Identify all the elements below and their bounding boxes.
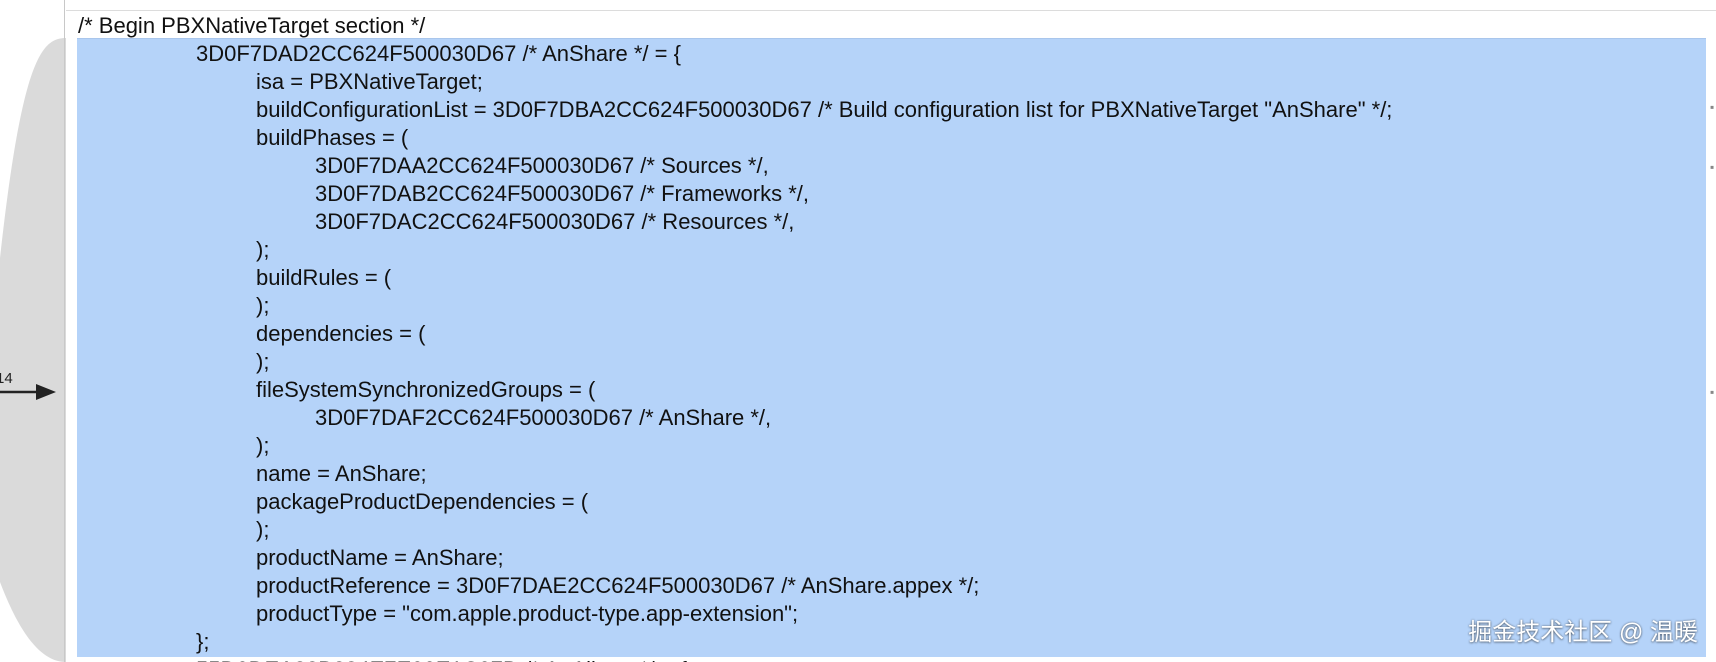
code-line[interactable]: isa = PBXNativeTarget; — [256, 69, 483, 94]
code-line[interactable]: packageProductDependencies = ( — [256, 489, 589, 514]
code-line[interactable]: ); — [256, 237, 270, 262]
change-connector-shape — [0, 38, 66, 662]
arrow-right-icon[interactable] — [0, 380, 60, 404]
code-line[interactable]: ); — [256, 433, 270, 458]
code-line[interactable]: ); — [256, 293, 270, 318]
code-line[interactable]: /* Begin PBXNativeTarget section */ — [78, 13, 426, 38]
code-line[interactable]: 3D0F7DAD2CC624F500030D67 /* AnShare */ =… — [196, 41, 681, 66]
gutter-divider — [64, 0, 65, 662]
code-line[interactable]: buildConfigurationList = 3D0F7DBA2CC624F… — [256, 97, 1393, 122]
line-number: 14 — [0, 370, 13, 387]
code-line[interactable]: buildPhases = ( — [256, 125, 409, 150]
code-block[interactable]: /* Begin PBXNativeTarget section */ 3D0F7… — [78, 12, 1392, 662]
top-rule — [66, 10, 1716, 11]
selection-highlight — [77, 38, 1706, 657]
code-line[interactable]: 3D0F7DAB2CC624F500030D67 /* Frameworks *… — [315, 181, 810, 206]
code-line[interactable]: 3D0F7DAA2CC624F500030D67 /* Sources */, — [315, 153, 769, 178]
code-line[interactable]: ); — [256, 517, 270, 542]
code-line[interactable]: fileSystemSynchronizedGroups = ( — [256, 377, 596, 402]
code-line[interactable]: productReference = 3D0F7DAE2CC624F500030… — [256, 573, 980, 598]
code-line[interactable]: ); — [256, 349, 270, 374]
scroll-marker-icon: ▪ — [1710, 100, 1715, 114]
code-line[interactable]: 3D0F7DAC2CC624F500030D67 /* Resources */… — [315, 209, 795, 234]
scroll-marker-icon: ▪ — [1710, 160, 1715, 174]
code-line[interactable]: }; — [196, 629, 210, 654]
code-line[interactable]: productType = "com.apple.product-type.ap… — [256, 601, 799, 626]
editor-gutter — [0, 0, 66, 662]
code-line[interactable]: 3D0F7DAF2CC624F500030D67 /* AnShare */, — [315, 405, 772, 430]
code-line[interactable]: name = AnShare; — [256, 461, 427, 486]
scroll-marker-icon: ▪ — [1710, 385, 1715, 399]
watermark: 掘金技术社区 @ 温暖 — [1468, 619, 1698, 646]
code-line[interactable]: 55D0DEA82B284E7E00E1C07D /* AnAlbum */ =… — [78, 656, 1392, 662]
code-line[interactable]: buildRules = ( — [256, 265, 392, 290]
code-line[interactable]: productName = AnShare; — [256, 545, 504, 570]
code-line[interactable]: dependencies = ( — [256, 321, 426, 346]
